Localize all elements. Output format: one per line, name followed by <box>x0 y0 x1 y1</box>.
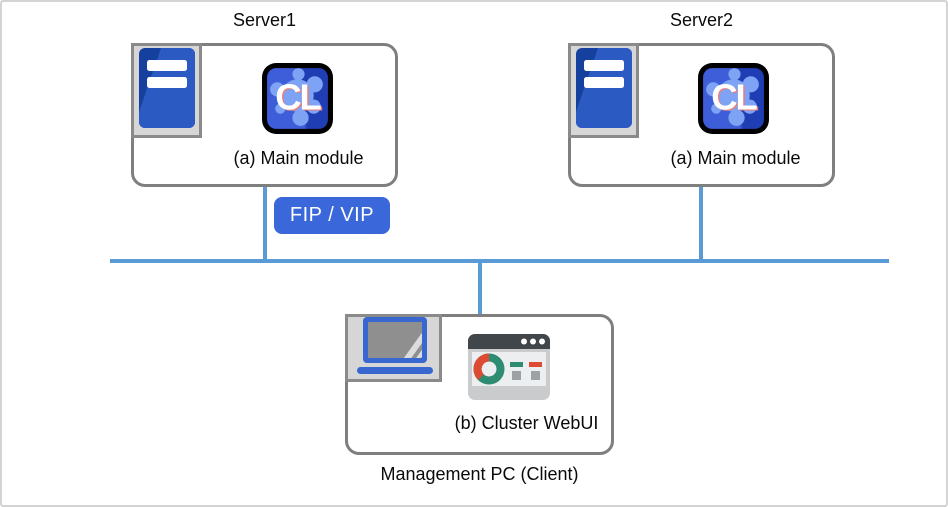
management-pc-title: Management PC (Client) <box>380 464 579 484</box>
cl-badge-text: CL <box>275 77 321 118</box>
server1-box: CL CL (a) Main module <box>131 43 398 187</box>
cl-badge-shadow-text: CL <box>277 78 323 119</box>
cl-app-icon: CL CL <box>697 62 770 140</box>
management-pc-icon-plate <box>345 314 442 382</box>
server2-icon-plate <box>568 43 639 138</box>
server2-box: CL CL (a) Main module <box>568 43 835 187</box>
cl-badge-shadow-text: CL <box>713 78 759 119</box>
management-pc-box: (b) Cluster WebUI <box>345 314 614 455</box>
server1-network-drop-line <box>263 187 267 260</box>
server1-icon-plate <box>131 43 202 138</box>
cluster-webui-browser-icon <box>468 334 550 405</box>
server2-module-label: (a) Main module <box>670 148 801 168</box>
server-tower-icon <box>138 48 195 133</box>
network-backbone-line <box>110 259 889 263</box>
server1-module-label: (a) Main module <box>233 148 364 168</box>
cl-badge-text: CL <box>711 77 757 118</box>
management-pc-drop-line <box>478 262 482 315</box>
management-pc-caption: (b) Cluster WebUI <box>454 413 599 433</box>
fip-vip-badge: FIP / VIP <box>274 197 390 234</box>
cl-app-icon: CL CL <box>261 62 334 140</box>
server-tower-icon <box>575 48 632 133</box>
server2-network-drop-line <box>699 187 703 260</box>
server1-title: Server1 <box>232 10 297 30</box>
laptop-icon <box>352 316 436 380</box>
server2-title: Server2 <box>669 10 734 30</box>
